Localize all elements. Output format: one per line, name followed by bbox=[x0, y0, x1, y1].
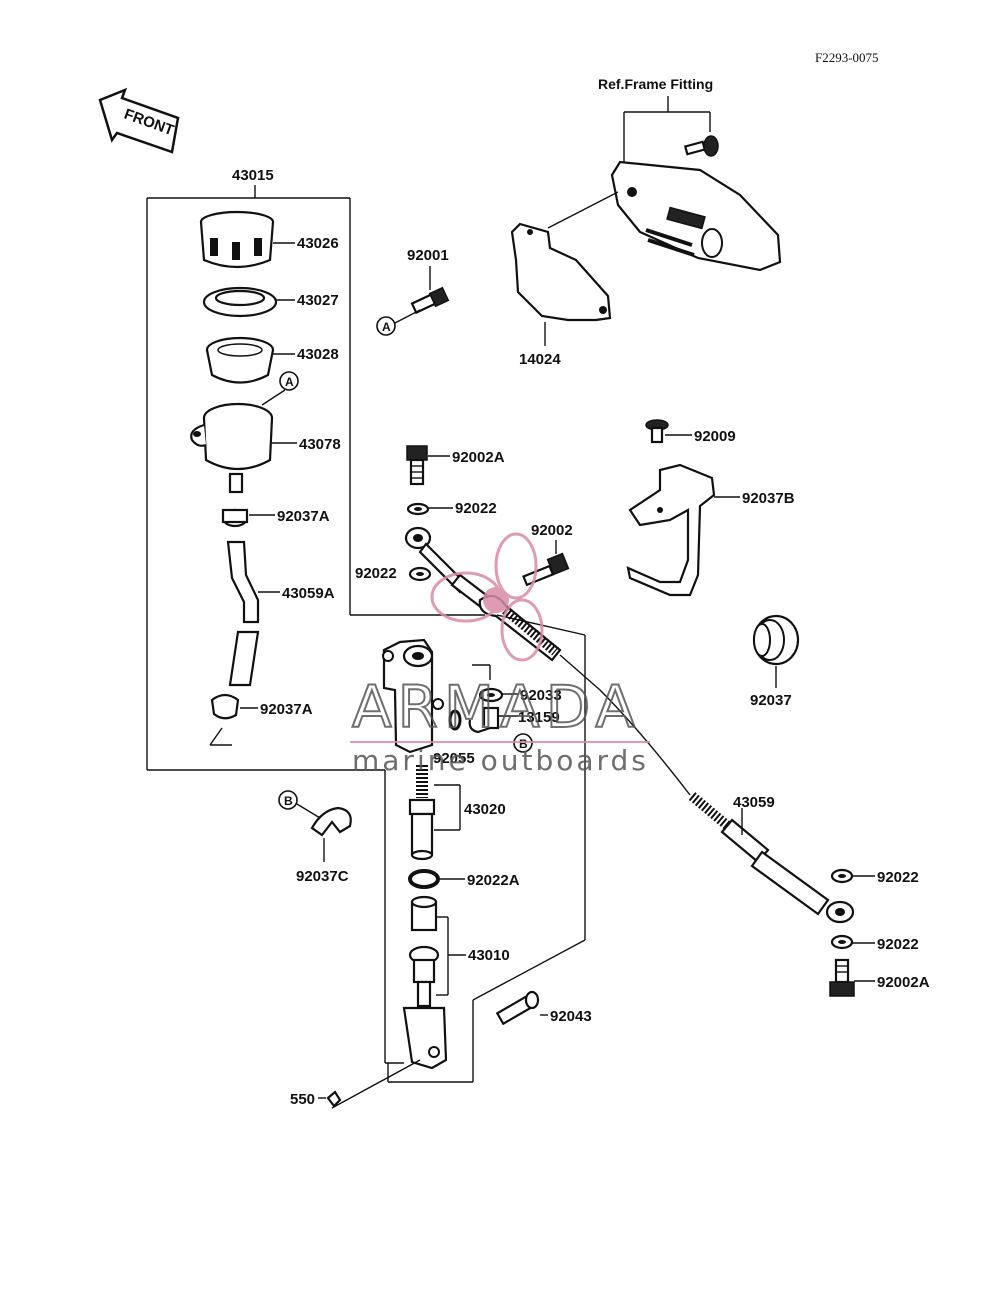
label-92043: 92043 bbox=[550, 1008, 592, 1025]
diaphragm-plate bbox=[202, 286, 278, 318]
washer-lower-2 bbox=[830, 934, 854, 950]
frame-fitting-plate bbox=[610, 160, 782, 272]
watermark-brand: ARMADA bbox=[352, 673, 641, 741]
hose-clip-lower bbox=[210, 693, 240, 720]
push-rod-43010 bbox=[408, 895, 440, 1008]
label-92009: 92009 bbox=[694, 428, 736, 445]
watermark-logo-icon bbox=[430, 532, 544, 662]
reservoir-tank bbox=[190, 402, 274, 494]
hose-clamp-92037C bbox=[310, 806, 352, 837]
bushing-92033 bbox=[478, 687, 504, 703]
grommet-92037 bbox=[752, 614, 800, 666]
label-92033: 92033 bbox=[520, 687, 562, 704]
washer-upper bbox=[406, 502, 430, 516]
label-43059: 43059 bbox=[733, 794, 775, 811]
svg-text:A: A bbox=[382, 320, 391, 334]
svg-text:A: A bbox=[285, 375, 294, 389]
bolt-92002 bbox=[522, 552, 570, 587]
ref-a-marker-2: A bbox=[376, 316, 396, 336]
label-92022-upper: 92022 bbox=[455, 500, 497, 517]
o-ring-92055 bbox=[448, 709, 462, 731]
label-92002A-upper: 92002A bbox=[452, 449, 505, 466]
front-arrow-icon: FRONT bbox=[98, 87, 180, 154]
label-92022A: 92022A bbox=[467, 872, 520, 889]
svg-text:B: B bbox=[519, 737, 528, 751]
ref-b-marker-2: B bbox=[278, 790, 298, 810]
label-43028: 43028 bbox=[297, 346, 339, 363]
frame-fitting-screw bbox=[683, 135, 719, 157]
banjo-bolt-lower bbox=[829, 958, 855, 997]
svg-text:B: B bbox=[284, 794, 293, 808]
label-13159: 13159 bbox=[518, 709, 560, 726]
clevis bbox=[402, 1006, 448, 1070]
label-92037A-upper: 92037A bbox=[277, 508, 330, 525]
bolt-92009 bbox=[645, 419, 669, 444]
reservoir-cap bbox=[199, 210, 275, 269]
label-92037A-lower: 92037A bbox=[260, 701, 313, 718]
label-14024: 14024 bbox=[519, 351, 561, 368]
ref-frame-fitting-label: Ref.Frame Fitting bbox=[598, 76, 713, 92]
master-cylinder-body bbox=[382, 638, 444, 754]
label-92037C: 92037C bbox=[296, 868, 349, 885]
fitting-13159 bbox=[468, 706, 500, 734]
guard-14024 bbox=[510, 222, 612, 322]
banjo-bolt-upper bbox=[406, 445, 428, 486]
label-43020: 43020 bbox=[464, 801, 506, 818]
reservoir-hose bbox=[226, 540, 260, 687]
label-43027: 43027 bbox=[297, 292, 339, 309]
hose-clip-upper bbox=[221, 508, 249, 528]
label-92037B: 92037B bbox=[742, 490, 795, 507]
label-43078: 43078 bbox=[299, 436, 341, 453]
label-92022-lower-1: 92022 bbox=[877, 869, 919, 886]
label-92055: 92055 bbox=[433, 750, 475, 767]
washer-lower-1 bbox=[830, 868, 854, 884]
label-92022-lower-2: 92022 bbox=[877, 936, 919, 953]
watermark-tagline: marine outboards bbox=[352, 744, 649, 777]
diaphragm bbox=[205, 336, 275, 384]
label-92001: 92001 bbox=[407, 247, 449, 264]
label-92002A-lower: 92002A bbox=[877, 974, 930, 991]
bracket-92037B bbox=[626, 463, 716, 597]
label-92022-mid: 92022 bbox=[355, 565, 397, 582]
label-43059A: 43059A bbox=[282, 585, 335, 602]
lower-group-bracket bbox=[384, 614, 586, 1083]
reservoir-group-bracket bbox=[146, 185, 485, 771]
ref-a-marker: A bbox=[279, 371, 299, 391]
piston-spring-43020 bbox=[408, 765, 436, 861]
watermark: ARMADA marine outboards bbox=[350, 532, 650, 777]
label-550: 550 bbox=[290, 1091, 315, 1108]
washer-92022A bbox=[408, 869, 440, 889]
label-43010: 43010 bbox=[468, 947, 510, 964]
label-43015: 43015 bbox=[232, 167, 274, 184]
label-43026: 43026 bbox=[297, 235, 339, 252]
bolt-92001 bbox=[410, 286, 450, 315]
drawing-code: F2293-0075 bbox=[815, 50, 879, 65]
label-92002: 92002 bbox=[531, 522, 573, 539]
cotter-pin-550 bbox=[326, 1059, 421, 1109]
washer-mid bbox=[408, 566, 432, 582]
label-92037: 92037 bbox=[750, 692, 792, 709]
pin-92043 bbox=[495, 990, 540, 1026]
